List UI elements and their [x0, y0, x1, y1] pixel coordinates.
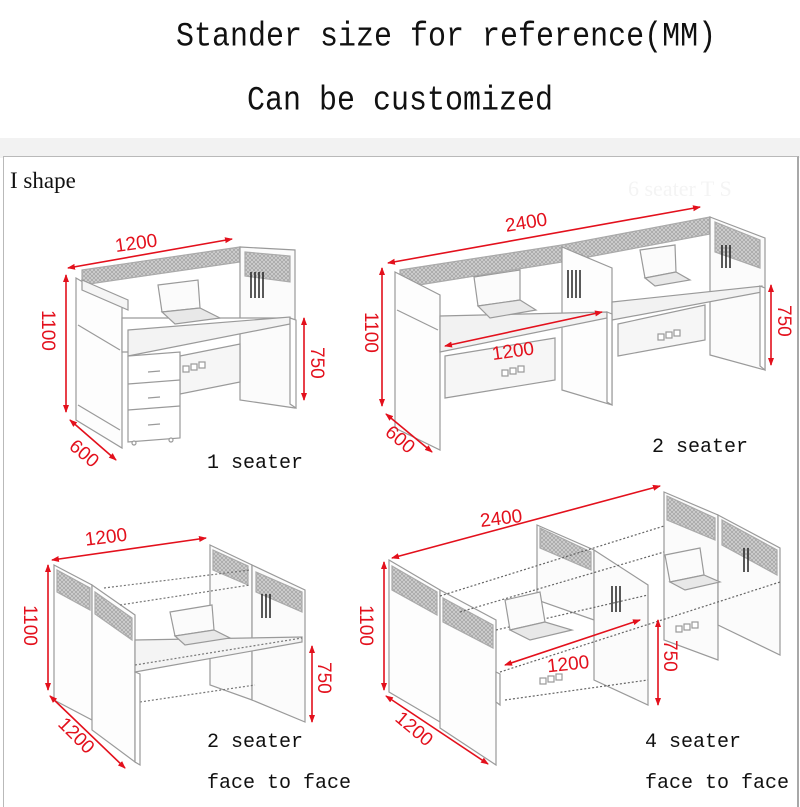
page-subtitle: Can be customized — [247, 82, 554, 122]
page-title: Stander size for reference(MM) — [176, 18, 717, 58]
caption-1-seater: 1 seater — [207, 452, 304, 475]
dimension-desk-height: 750 — [313, 662, 334, 694]
dimension-width: 2400 — [479, 506, 524, 532]
dimension-per-seat-width: 1200 — [546, 652, 590, 677]
caption-2-seater: 2 seater — [652, 436, 749, 459]
header: Stander size for reference(MM) Can be cu… — [0, 0, 800, 138]
dimension-height: 1100 — [360, 312, 381, 353]
caption-4-seater-f2f-line2: face to face — [645, 772, 790, 795]
caption-2-seater-f2f-line1: 2 seater — [207, 731, 304, 754]
desk-1-seater-dimensions — [63, 237, 307, 461]
watermark-text: 6 seater T S — [628, 176, 732, 201]
dimension-height: 1100 — [355, 605, 376, 646]
separator-band — [0, 138, 800, 158]
desk-1-seater-drawing — [75, 246, 297, 450]
dimension-desk-height: 750 — [773, 305, 794, 337]
dimension-height: 1100 — [37, 310, 58, 351]
dimension-width: 1200 — [84, 525, 129, 551]
caption-2-seater-f2f-line2: face to face — [207, 772, 352, 795]
desk-4-seater-f2f-dimensions — [381, 484, 661, 765]
desk-2-seater-dimensions — [379, 205, 774, 453]
dimension-desk-height: 750 — [659, 640, 680, 672]
desk-4-seater-f2f-drawing — [388, 491, 781, 767]
section-label: I shape — [10, 168, 76, 193]
desk-2-seater-f2f-dimensions — [45, 536, 315, 769]
dimension-desk-height: 750 — [306, 347, 327, 379]
dimension-height: 1100 — [19, 605, 40, 646]
dimension-width: 2400 — [504, 209, 549, 236]
dimension-depth: 600 — [65, 436, 103, 472]
caption-4-seater-f2f-line1: 4 seater — [645, 731, 742, 754]
